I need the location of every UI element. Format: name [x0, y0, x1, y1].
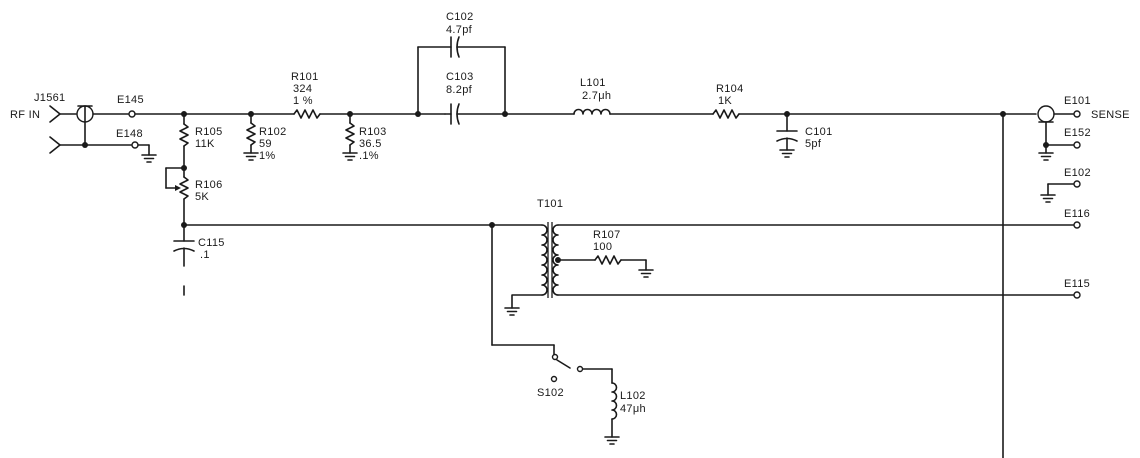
label-r107-value: 100 [593, 241, 612, 253]
label-r103-tolerance: .1% [359, 150, 379, 162]
label-e152: E152 [1064, 127, 1091, 139]
label-r104-value: 1K [718, 95, 732, 107]
label-sense: SENSE [1091, 109, 1130, 121]
resistor-r107 [557, 255, 654, 278]
label-c101-value: 5pf [805, 138, 822, 150]
component-labels: J1561 RF IN E145 E148 R101 324 1 % R102 … [10, 11, 1130, 415]
label-r105: R105 [195, 126, 223, 138]
capacitor-c115 [173, 224, 195, 296]
resistor-r101 [293, 109, 321, 119]
resistor-r104 [712, 109, 740, 119]
label-l101-value: 2.7μh [582, 90, 611, 102]
switch-s102 [550, 353, 613, 383]
resistor-r103 [342, 113, 358, 161]
connector-e101 [1037, 105, 1081, 161]
label-l101: L101 [580, 77, 606, 89]
label-c115-value: .1 [200, 249, 210, 261]
label-r102-value: 59 [259, 138, 272, 150]
label-r105-value: 11K [195, 138, 215, 150]
terminal-e148 [131, 141, 157, 163]
label-r101-tolerance: 1 % [293, 95, 313, 107]
label-r107: R107 [593, 229, 621, 241]
label-c101: C101 [805, 126, 833, 138]
label-c103: C103 [446, 71, 474, 83]
label-r103-value: 36.5 [359, 138, 382, 150]
label-c102: C102 [446, 11, 474, 23]
potentiometer-r106 [165, 167, 189, 228]
label-r103: R103 [359, 126, 387, 138]
label-s102: S102 [537, 387, 564, 399]
label-r104: R104 [716, 83, 744, 95]
terminal-e102 [1040, 180, 1081, 203]
label-c103-value: 8.2pf [446, 84, 473, 96]
label-r101-value: 324 [293, 83, 312, 95]
inductor-l102 [604, 368, 620, 445]
label-t101: T101 [537, 198, 563, 210]
resistor-r105 [179, 113, 189, 171]
capacitor-c101 [776, 113, 798, 158]
lower-bus [183, 222, 555, 356]
label-r106-value: 5K [195, 191, 209, 203]
label-e148: E148 [116, 128, 143, 140]
label-l102: L102 [620, 390, 646, 402]
label-r101: R101 [291, 71, 319, 83]
label-e115: E115 [1064, 278, 1090, 290]
label-c115: C115 [198, 237, 225, 249]
label-r102-tolerance: 1% [259, 150, 276, 162]
label-c102-value: 4.7pf [446, 24, 473, 36]
transformer-t101 [504, 221, 1081, 316]
label-e101: E101 [1064, 95, 1091, 107]
resistor-r102 [243, 113, 259, 161]
label-j1561: J1561 [34, 92, 65, 104]
label-rf-in: RF IN [10, 109, 40, 121]
main-signal-path [92, 36, 1037, 125]
inductor-l101 [573, 108, 611, 115]
label-l102-value: 47μh [620, 403, 646, 415]
label-e116: E116 [1064, 208, 1090, 220]
label-r106: R106 [195, 179, 223, 191]
label-r102: R102 [259, 126, 287, 138]
label-e145: E145 [117, 94, 144, 106]
label-e102: E102 [1064, 167, 1091, 179]
